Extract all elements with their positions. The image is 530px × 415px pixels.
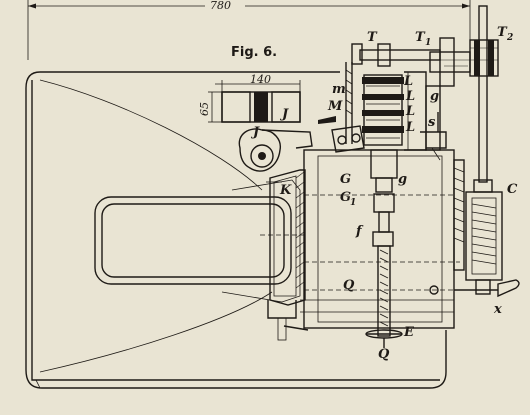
label-e: E — [403, 325, 415, 340]
label-c: C — [507, 182, 518, 197]
label-g1: G — [340, 190, 351, 205]
label-m: m — [332, 82, 346, 97]
label-j-right: J — [279, 107, 289, 122]
overall-dimension: 780 — [27, 0, 471, 60]
figure-title: Fig. 6. — [231, 45, 277, 60]
label-t1-sub: 1 — [425, 38, 431, 48]
label-g: G — [340, 172, 351, 187]
label-j-left: J — [250, 125, 260, 140]
label-g-mid: g — [398, 172, 407, 187]
label-t: T — [367, 30, 378, 45]
spring-column-c — [465, 191, 503, 295]
label-f: f — [355, 224, 364, 239]
label-t1: T — [415, 30, 426, 45]
gear-stack — [351, 43, 441, 146]
label-l3: L — [405, 120, 415, 135]
pulley-height-label: 65 — [198, 102, 211, 116]
label-t2-sub: 2 — [506, 33, 513, 43]
label-s: s — [428, 115, 436, 130]
handle-x — [429, 279, 520, 298]
label-q-mid: Q — [343, 278, 355, 293]
label-t2: T — [497, 25, 508, 40]
label-l2: L — [405, 104, 415, 119]
pulley-width-label: 140 — [250, 73, 271, 86]
bracket-s — [420, 112, 447, 161]
label-l: L — [403, 74, 413, 89]
part-labels: T T 1 T 2 m M L L L L g s J J K G g G 1 … — [250, 25, 518, 362]
gear-j — [238, 128, 313, 183]
foot-bolt — [267, 300, 309, 341]
base-plate — [25, 71, 447, 389]
pulley-j: 140 65 — [198, 73, 301, 123]
base-window — [94, 179, 301, 303]
overall-width-label: 780 — [210, 0, 231, 12]
label-big-m: M — [327, 99, 343, 114]
label-g-top: g — [430, 89, 439, 104]
side-spring — [453, 159, 465, 271]
label-k: K — [279, 183, 292, 198]
pulley-t2 — [469, 39, 499, 77]
worm-m — [318, 62, 365, 153]
bracket-k — [269, 169, 306, 306]
label-g1-sub: 1 — [350, 198, 356, 208]
label-x: x — [493, 302, 502, 317]
label-q-bottom: Q — [378, 347, 390, 362]
label-l1: L — [405, 89, 415, 104]
vertical-rod — [473, 5, 493, 193]
central-spindle — [365, 149, 403, 348]
